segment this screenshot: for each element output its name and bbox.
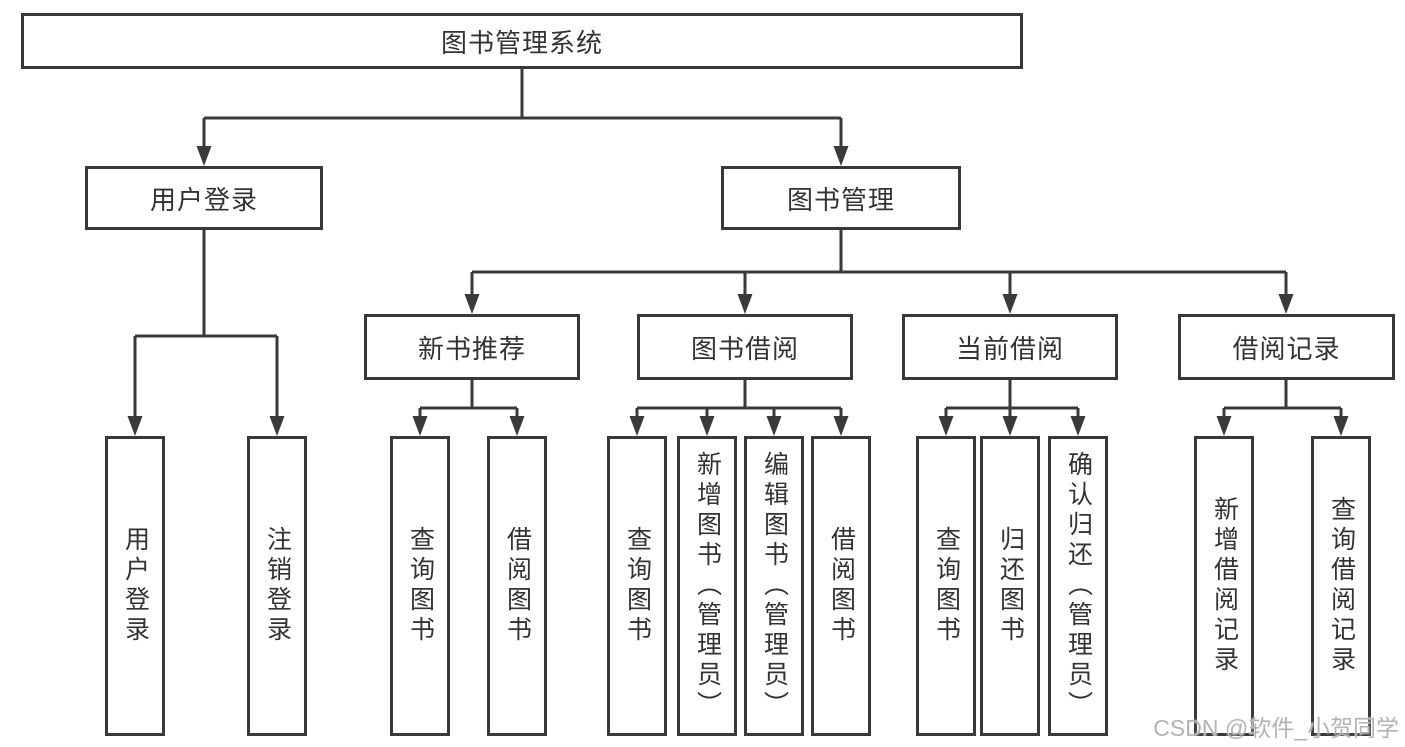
leaf-borrowing-edit-books: 编辑图书（管理员） (744, 436, 804, 736)
arrowhead (1002, 294, 1018, 314)
arrowhead (1070, 416, 1086, 436)
leaf-recommend-borrow-books: 借阅图书 (487, 436, 547, 736)
arrowhead (269, 416, 285, 436)
leaf-borrowing-query-books: 查询图书 (607, 436, 667, 736)
connector-book-management-to-level3 (470, 230, 1288, 300)
leaf-borrowing-borrow-books: 借阅图书 (811, 436, 871, 736)
leaf-current-return-books: 归还图书 (980, 436, 1040, 736)
leaf-records-add-record: 新增借阅记录 (1194, 436, 1254, 736)
node-user-login: 用户登录 (85, 166, 323, 230)
arrowhead (1002, 416, 1018, 436)
arrowhead (509, 416, 525, 436)
arrowhead (127, 416, 143, 436)
connector-user-login-to-leaves (133, 230, 279, 422)
leaf-user-login: 用户登录 (105, 436, 165, 736)
arrowhead (699, 416, 715, 436)
arrowhead (766, 416, 782, 436)
connector-recommendation-to-leaves (418, 380, 519, 422)
node-borrowing-records: 借阅记录 (1178, 314, 1395, 380)
arrowhead (196, 146, 212, 166)
arrowhead (1278, 294, 1294, 314)
leaf-recommend-query-books: 查询图书 (390, 436, 450, 736)
leaf-current-confirm-return: 确认归还（管理员） (1048, 436, 1108, 736)
connector-records-to-leaves (1222, 380, 1343, 422)
leaf-current-query-books: 查询图书 (916, 436, 976, 736)
arrowhead (629, 416, 645, 436)
arrowhead (938, 416, 954, 436)
arrowhead (833, 146, 849, 166)
node-book-management: 图书管理 (721, 166, 961, 230)
leaf-borrowing-add-books: 新增图书（管理员） (677, 436, 737, 736)
leaf-logout: 注销登录 (247, 436, 307, 736)
node-new-book-recommendation: 新书推荐 (364, 314, 580, 380)
csdn-watermark: CSDN @软件_小贺同学 (1153, 715, 1399, 741)
node-library-management-system: 图书管理系统 (21, 13, 1023, 69)
connector-root-to-level2 (202, 69, 843, 152)
leaf-records-query-record: 查询借阅记录 (1311, 436, 1371, 736)
arrowhead (412, 416, 428, 436)
arrowhead (464, 294, 480, 314)
arrowhead (833, 416, 849, 436)
connector-borrowing-to-leaves (635, 380, 843, 422)
arrowhead (737, 294, 753, 314)
connector-current-to-leaves (944, 380, 1080, 422)
arrowhead (1216, 416, 1232, 436)
arrowhead (1333, 416, 1349, 436)
node-current-borrowing: 当前借阅 (902, 314, 1118, 380)
node-book-borrowing: 图书借阅 (637, 314, 853, 380)
